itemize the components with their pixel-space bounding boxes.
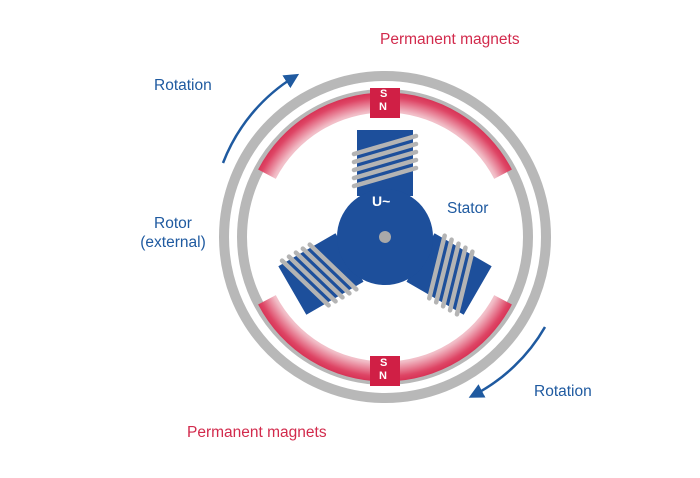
pole-label-s-bottom: S [380,357,388,369]
label-rotation-top: Rotation [154,77,212,94]
rotation-arrow-bottom [468,326,547,398]
pole-label-n-top: N [379,101,387,113]
hub-center-dot [379,231,391,243]
label-magnets-top: Permanent magnets [380,31,520,48]
magnet-bottom [258,295,512,386]
label-rotor: Rotor (external) [133,215,213,252]
label-rotation-bottom: Rotation [534,383,592,400]
label-voltage: U~ [372,193,391,209]
pole-label-s-top: S [380,88,388,100]
pole-label-n-bottom: N [379,370,387,382]
magnet-top [258,88,512,179]
rotation-arrow-top [221,73,300,164]
label-magnets-bottom: Permanent magnets [187,424,327,441]
stator [278,130,492,317]
label-stator: Stator [447,200,489,217]
label-rotor-line1: Rotor [154,215,192,232]
label-rotor-line2: (external) [140,233,206,251]
